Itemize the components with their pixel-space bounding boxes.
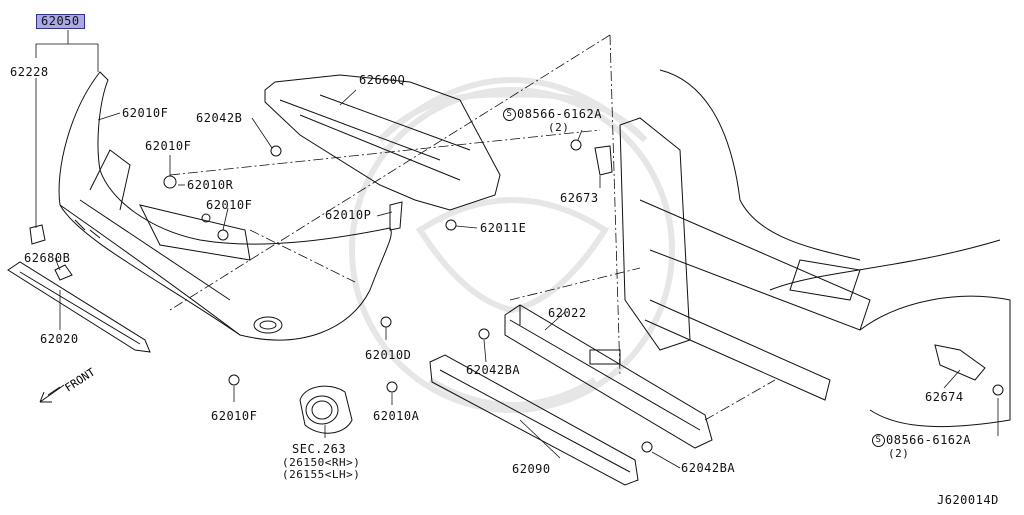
callout-62010d[interactable]: 62010D	[365, 348, 412, 362]
callout-62020[interactable]: 62020	[40, 332, 79, 346]
callout-62050[interactable]: 62050	[36, 14, 85, 29]
callout-62010f-mid[interactable]: 62010F	[145, 139, 192, 153]
front-arrow-icon	[39, 384, 65, 403]
lower-grille-strip	[7, 261, 151, 353]
callout-sec263-rh: (26150<RH>)	[282, 456, 361, 469]
callout-62010f-lower[interactable]: 62010F	[211, 409, 258, 423]
front-bumper-fascia	[58, 71, 392, 341]
callout-62010a[interactable]: 62010A	[373, 409, 420, 423]
bolt-quantity-top: (2)	[548, 121, 570, 134]
bolt-part-number: 08566-6162A	[886, 433, 971, 447]
radiator-core-support	[619, 69, 1011, 428]
side-bracket	[29, 145, 986, 381]
front-label: FRONT	[63, 365, 98, 394]
callout-62010p[interactable]: 62010P	[325, 208, 372, 222]
callout-62010f-upper[interactable]: 62010F	[122, 106, 169, 120]
callout-62673[interactable]: 62673	[560, 191, 599, 205]
callout-62042b[interactable]: 62042B	[196, 111, 243, 125]
bolt-part-number: 08566-6162A	[517, 107, 602, 121]
callout-62042ba-upper[interactable]: 62042BA	[466, 363, 521, 377]
callout-sec263[interactable]: SEC.263	[292, 442, 347, 456]
diagram-code: J620014D	[937, 493, 999, 507]
bolt-quantity-bottom: (2)	[888, 447, 910, 460]
callout-62010r[interactable]: 62010R	[187, 178, 234, 192]
energy-absorber	[429, 354, 639, 486]
bolt-symbol-icon: S	[503, 108, 516, 121]
leader-lines	[35, 30, 999, 469]
engine-undercover	[264, 74, 501, 211]
bolt-symbol-icon: S	[872, 434, 885, 447]
callout-62674[interactable]: 62674	[925, 390, 964, 404]
callout-62228[interactable]: 62228	[10, 65, 49, 79]
callout-sec263-lh: (26155<LH>)	[282, 468, 361, 481]
callout-62680b[interactable]: 62680B	[24, 251, 71, 265]
callout-62010f-right[interactable]: 62010F	[206, 198, 253, 212]
callout-62022[interactable]: 62022	[548, 306, 587, 320]
callout-62042ba-lower[interactable]: 62042BA	[681, 461, 736, 475]
construction-lines	[169, 34, 776, 421]
callout-62011e[interactable]: 62011E	[480, 221, 527, 235]
bumper-reinforcement	[504, 304, 713, 449]
callout-62660q[interactable]: 62660Q	[359, 73, 406, 87]
callout-62090[interactable]: 62090	[512, 462, 551, 476]
fog-lamp	[299, 385, 353, 434]
fasteners	[163, 139, 1004, 453]
watermark-emblem	[349, 77, 675, 413]
